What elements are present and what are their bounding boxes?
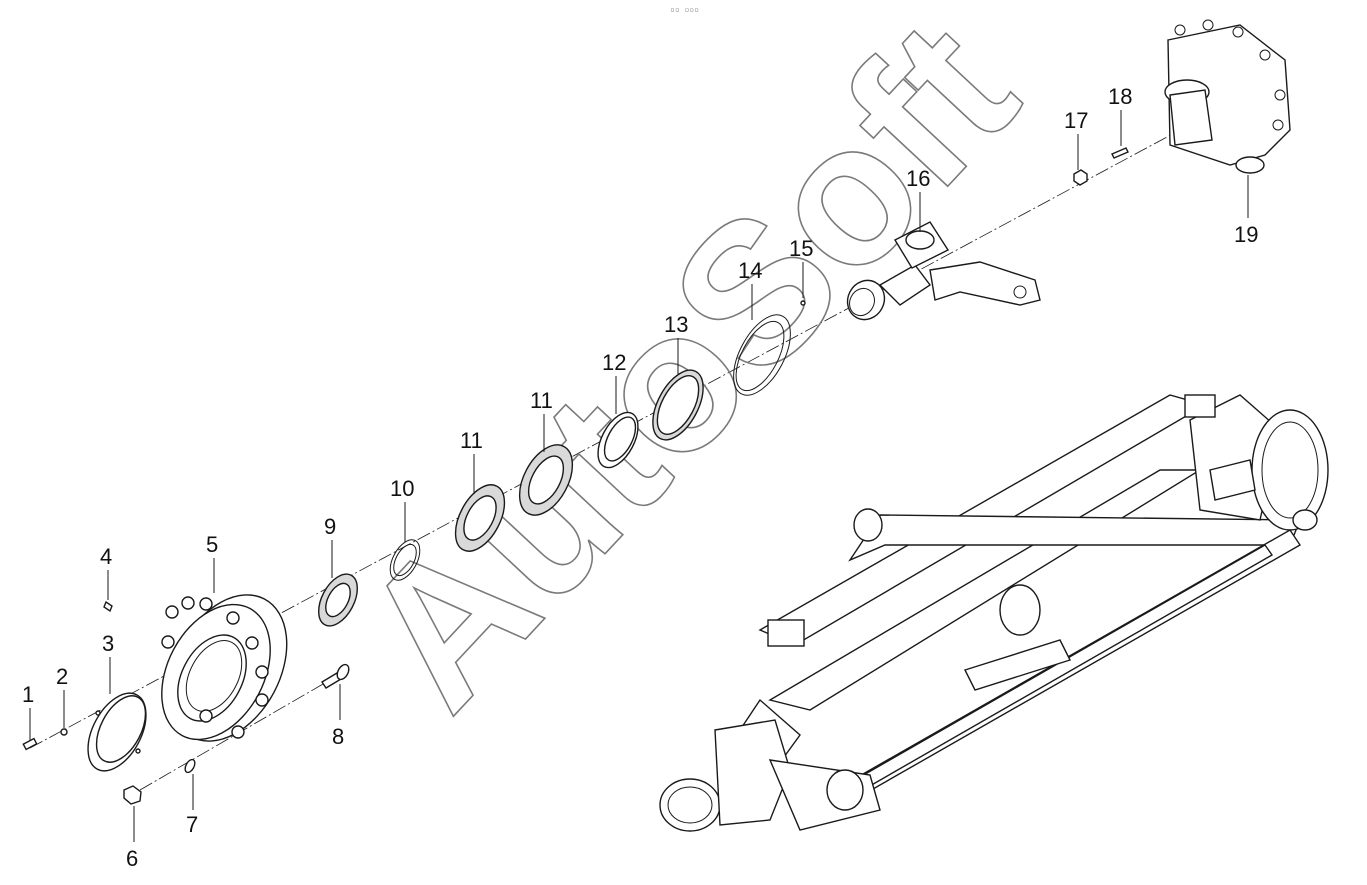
assembled-front-axle	[659, 394, 1329, 832]
part-10-lock-washer	[389, 539, 421, 581]
callout-3: 3	[102, 631, 114, 656]
part-14-dust-cover	[733, 314, 791, 396]
part-6-nut	[123, 785, 142, 805]
callout-16: 16	[906, 166, 930, 191]
part-9-lock-nut	[318, 573, 358, 627]
callout-11b: 11	[530, 388, 553, 413]
part-17-nut	[1073, 169, 1088, 186]
callout-1: 1	[22, 682, 34, 707]
callout-10: 10	[390, 476, 414, 501]
part-8-stud-bolt	[321, 663, 350, 689]
part-7-washer	[184, 758, 196, 774]
part-12-spacer-ring	[597, 411, 639, 469]
callout-18: 18	[1108, 84, 1132, 109]
callout-17: 17	[1064, 108, 1088, 133]
callout-8: 8	[332, 724, 344, 749]
part-4-pin	[103, 600, 113, 613]
callout-12: 12	[602, 350, 626, 375]
callout-19: 19	[1234, 222, 1258, 247]
callout-9: 9	[324, 514, 336, 539]
top-mark: ▫▫ ▫▫▫	[670, 5, 699, 14]
part-15-screw	[800, 300, 806, 306]
secondary-axis	[139, 679, 331, 791]
part-1-bolt	[22, 737, 38, 751]
callout-14: 14	[738, 258, 762, 283]
callout-4: 4	[100, 544, 112, 569]
part-18-king-pin	[1111, 147, 1129, 159]
part-13-seal	[652, 369, 704, 441]
callout-13: 13	[664, 312, 688, 337]
part-2-washer	[60, 728, 68, 736]
callout-15: 15	[789, 236, 813, 261]
assembly-axis	[29, 129, 1181, 749]
part-19-knuckle-housing	[1164, 19, 1291, 174]
part-3-hub-cap	[87, 692, 147, 772]
part-11-bearing-outer	[454, 484, 506, 552]
callout-5: 5	[206, 532, 218, 557]
callout-6: 6	[126, 846, 138, 871]
callout-2: 2	[56, 664, 68, 689]
callout-7: 7	[186, 812, 198, 837]
part-16-steering-knuckle	[846, 221, 1041, 321]
callout-11a: 11	[460, 428, 483, 453]
part-11-bearing-inner	[518, 444, 574, 516]
part-5-wheel-hub	[161, 594, 288, 742]
